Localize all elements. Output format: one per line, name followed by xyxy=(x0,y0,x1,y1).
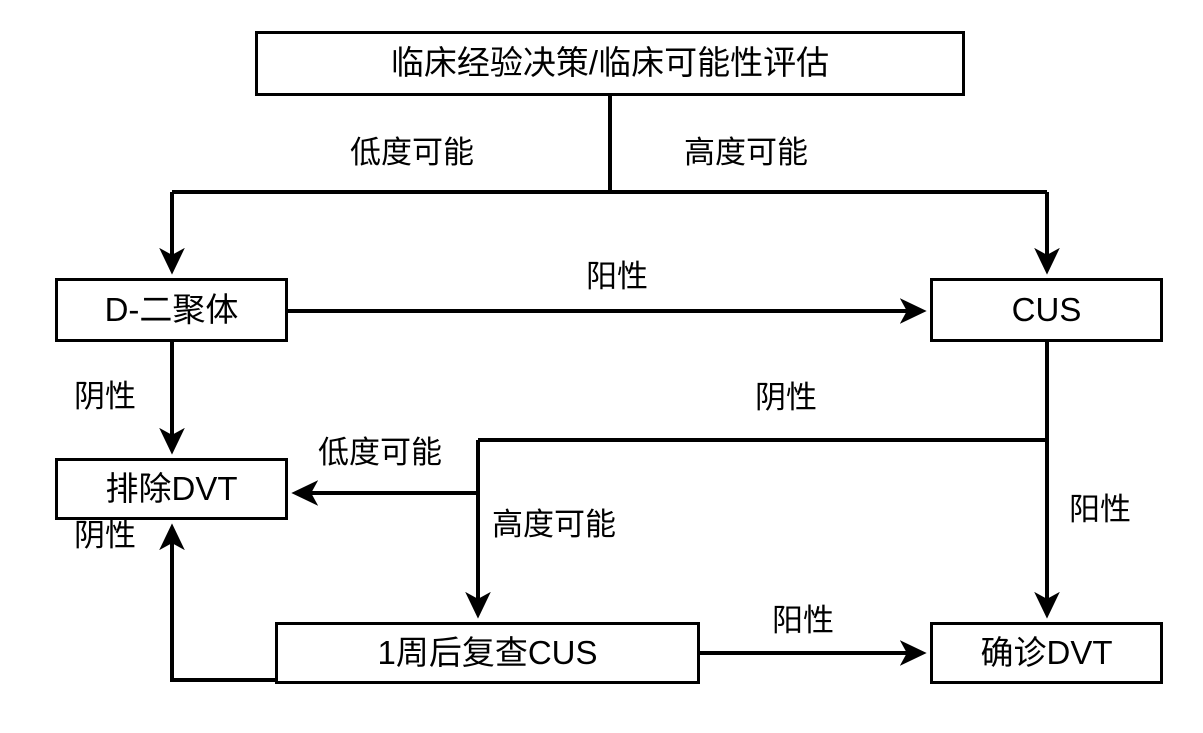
node-exclude-dvt-label: 排除DVT xyxy=(105,469,238,507)
edge-label-ddimer-positive: 阳性 xyxy=(586,259,648,294)
node-d-dimer-label: D-二聚体 xyxy=(104,290,239,328)
edge-label-repeat-cus-negative: 阴性 xyxy=(74,518,136,553)
node-repeat-cus-one-week-label: 1周后复查CUS xyxy=(377,633,598,671)
edge-label-repeat-cus-positive: 阳性 xyxy=(772,603,834,638)
node-confirm-dvt[interactable]: 确诊DVT xyxy=(930,622,1163,684)
edge-label-high-probability-top: 高度可能 xyxy=(684,135,808,170)
edge-label-ddimer-negative: 阴性 xyxy=(74,379,136,414)
node-d-dimer[interactable]: D-二聚体 xyxy=(55,278,288,342)
node-clinical-assessment[interactable]: 临床经验决策/临床可能性评估 xyxy=(255,31,965,96)
edge-label-low-probability-top: 低度可能 xyxy=(350,135,474,170)
edge-label-low-probability-mid: 低度可能 xyxy=(318,435,442,470)
node-clinical-assessment-label: 临床经验决策/临床可能性评估 xyxy=(390,44,830,81)
edge-label-cus-positive: 阳性 xyxy=(1069,492,1131,527)
node-cus-label: CUS xyxy=(1011,290,1082,328)
node-repeat-cus-one-week[interactable]: 1周后复查CUS xyxy=(275,622,700,684)
edge-label-cus-negative: 阴性 xyxy=(755,380,817,415)
edge-repeat-to-exclude xyxy=(159,523,275,682)
node-cus[interactable]: CUS xyxy=(930,278,1163,342)
node-confirm-dvt-label: 确诊DVT xyxy=(980,633,1113,671)
edge-label-high-probability-mid: 高度可能 xyxy=(492,507,616,542)
node-exclude-dvt[interactable]: 排除DVT xyxy=(55,458,288,520)
